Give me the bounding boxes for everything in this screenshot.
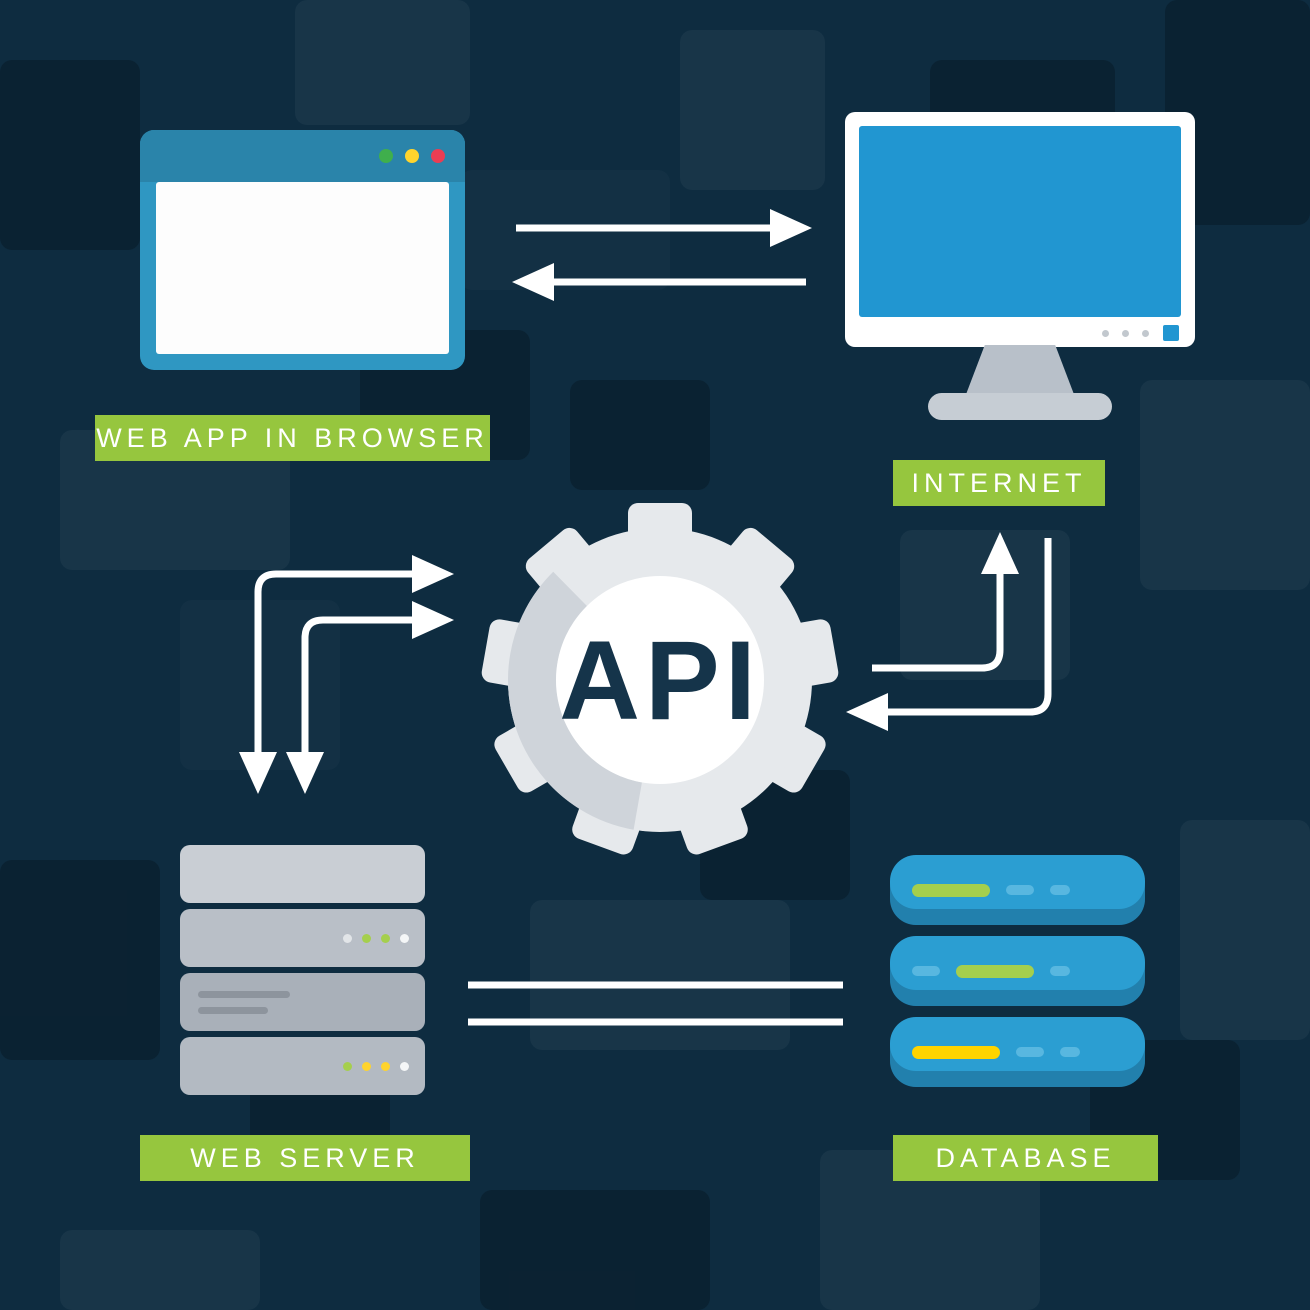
label-web-server: WEB SERVER [140,1135,470,1181]
db-dash-icon [1050,885,1070,895]
background-tile [60,1230,260,1310]
label-database: DATABASE [893,1135,1158,1181]
server-stack-icon [180,845,425,1100]
monitor-display [859,126,1181,317]
background-tile [900,530,1070,680]
db-dash-icon [912,966,940,976]
background-tile [0,860,160,1060]
db-dash-icon [1060,1047,1080,1057]
browser-window-icon [140,130,465,370]
status-dot-icon [343,1061,352,1071]
db-indicator-yellow [912,1045,1000,1059]
server-status-lights [343,933,409,943]
background-tile [570,380,710,490]
browser-content-area [156,182,449,354]
background-tile [0,60,140,250]
status-dot-icon [362,933,371,943]
server-unit [180,909,425,967]
status-dot-icon [400,933,409,943]
background-tile [530,900,790,1050]
database-unit [890,1017,1145,1087]
vent-line [198,1006,268,1014]
monitor-dot-icon [1122,330,1129,337]
status-dot-icon [400,1061,409,1071]
db-indicator-green [956,964,1034,978]
gear-shading [508,528,812,832]
status-dot-icon [381,1061,390,1071]
db-indicator-green [912,883,990,897]
status-dot-icon [362,1061,371,1071]
browser-dot-yellow-icon [405,149,419,163]
background-tile [480,1190,710,1310]
database-unit [890,855,1145,925]
api-gear-icon: API [481,503,839,855]
db-dash-icon [1016,1047,1044,1057]
background-tile [1140,380,1310,590]
browser-dot-green-icon [379,149,393,163]
background-tile [680,30,825,190]
status-dot-icon [381,933,390,943]
monitor-icon [845,112,1195,347]
server-unit [180,973,425,1031]
background-tile [460,170,670,290]
gear-inner-circle [556,576,764,784]
server-unit [180,845,425,903]
api-label: API [559,618,761,743]
monitor-stand [965,345,1075,397]
database-unit [890,936,1145,1006]
background-tile [1180,820,1310,1040]
database-stack-icon [890,855,1145,1100]
server-unit [180,1037,425,1095]
monitor-base [928,393,1112,420]
db-dash-icon [1006,885,1034,895]
background-tile [180,600,340,770]
browser-dot-red-icon [431,149,445,163]
monitor-dot-icon [1142,330,1149,337]
monitor-power-button-icon [1163,325,1179,341]
vent-line [198,990,290,998]
background-tile [295,0,470,125]
server-vent-lines [198,990,290,1014]
monitor-dot-icon [1102,330,1109,337]
label-internet: INTERNET [893,460,1105,506]
status-dot-icon [343,933,352,943]
db-dash-icon [1050,966,1070,976]
server-status-lights [343,1061,409,1071]
label-web-app-in-browser: WEB APP IN BROWSER [95,415,490,461]
